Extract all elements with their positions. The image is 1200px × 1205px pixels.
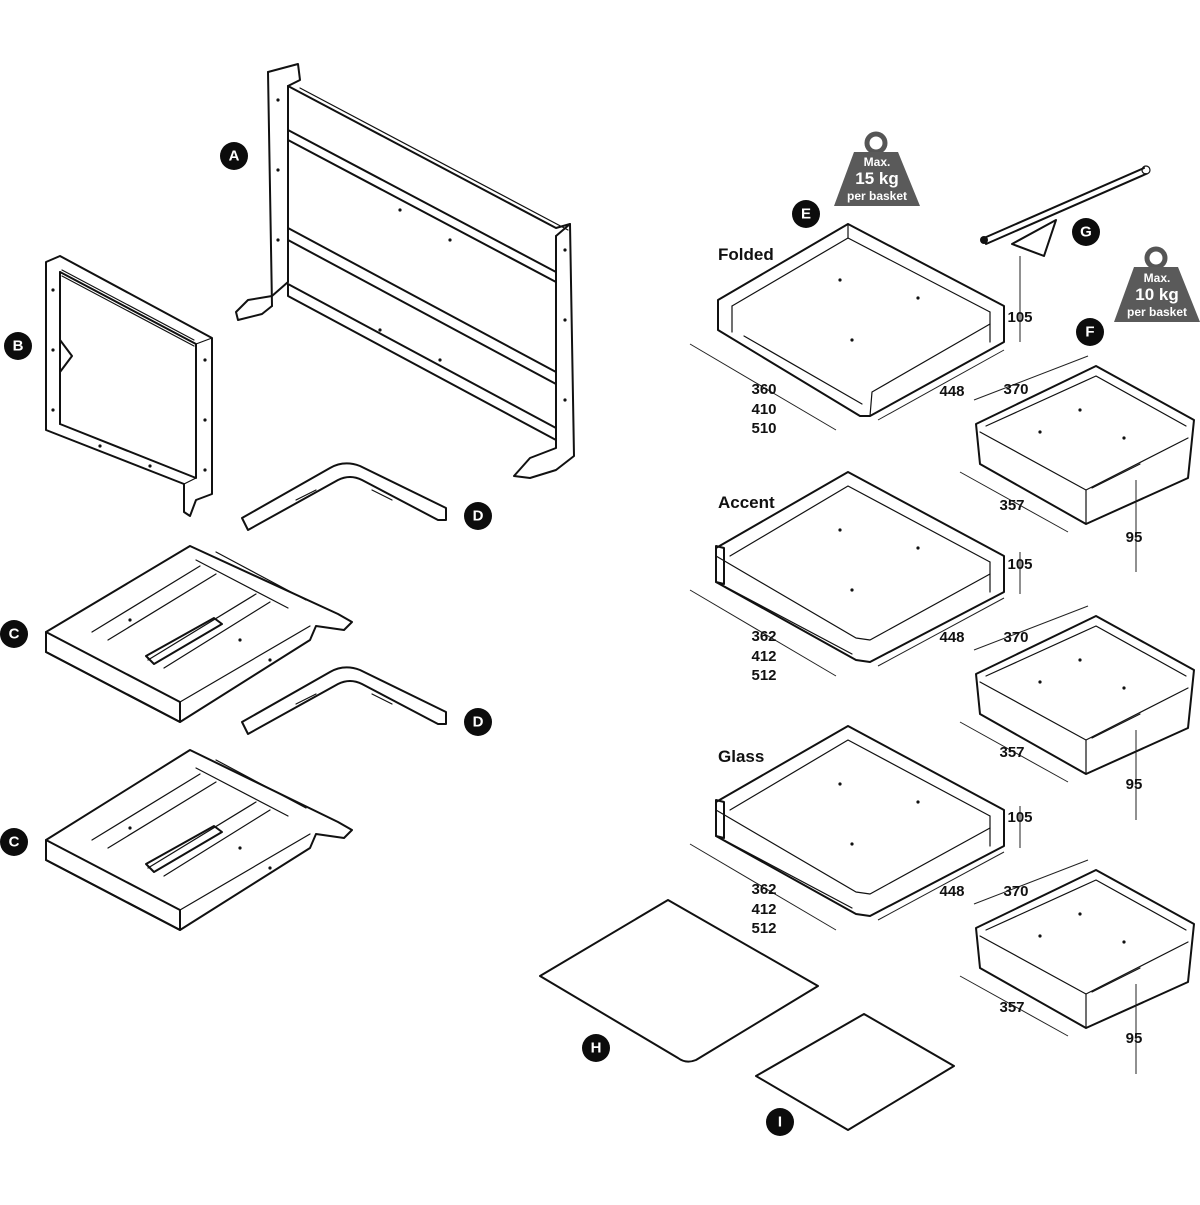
basket-accent-width-1: 362 bbox=[751, 628, 776, 645]
basket-folded-depth: 448 bbox=[939, 383, 964, 400]
basket-folded-height: 105 bbox=[1007, 309, 1032, 326]
part-d-label-upper: D bbox=[473, 508, 484, 525]
part-c-badge-lower bbox=[0, 828, 28, 856]
part-h-glass-panel bbox=[539, 899, 819, 1063]
part-i-label: I bbox=[778, 1114, 782, 1131]
weight-icon-15kg: Max. 15 kg per basket bbox=[834, 131, 920, 206]
part-c-label-lower: C bbox=[9, 834, 20, 851]
small-basket-1-depth: 357 bbox=[999, 497, 1024, 514]
part-c-label-upper: C bbox=[9, 626, 20, 643]
part-d-label-lower: D bbox=[473, 714, 484, 731]
basket-accent bbox=[689, 471, 1021, 677]
part-b-side-frame bbox=[45, 255, 213, 517]
weight-15kg-line1: Max. bbox=[864, 155, 891, 169]
basket-folded-width-2: 410 bbox=[751, 401, 776, 418]
part-f-label: F bbox=[1085, 324, 1094, 341]
small-basket-2 bbox=[959, 605, 1195, 820]
part-f-badge bbox=[1076, 318, 1104, 346]
part-i-glass-panel bbox=[755, 1013, 955, 1131]
part-b-badge bbox=[4, 332, 32, 360]
small-basket-3 bbox=[959, 859, 1195, 1074]
part-d-badge-upper bbox=[464, 502, 492, 530]
basket-glass-width-1: 362 bbox=[751, 881, 776, 898]
weight-10kg-line2: 10 kg bbox=[1135, 285, 1178, 304]
part-c-slide-frame-upper bbox=[45, 545, 353, 723]
part-g-label: G bbox=[1080, 224, 1092, 241]
small-basket-1-width: 370 bbox=[1003, 381, 1028, 398]
part-a-label: A bbox=[229, 148, 240, 165]
small-basket-2-width: 370 bbox=[1003, 629, 1028, 646]
part-e-label: E bbox=[801, 206, 811, 223]
part-b-label: B bbox=[13, 338, 24, 355]
small-basket-3-depth: 357 bbox=[999, 999, 1024, 1016]
part-c-badge-upper bbox=[0, 620, 28, 648]
part-i-badge bbox=[766, 1108, 794, 1136]
weight-15kg-line2: 15 kg bbox=[855, 169, 898, 188]
weight-icon-10kg: Max. 10 kg per basket bbox=[1114, 246, 1200, 322]
basket-glass-title: Glass bbox=[718, 747, 764, 766]
basket-glass bbox=[689, 725, 1021, 931]
weight-10kg-line1: Max. bbox=[1144, 271, 1171, 285]
basket-folded-width-1: 360 bbox=[751, 381, 776, 398]
basket-folded-width-3: 510 bbox=[751, 420, 776, 437]
small-basket-3-height: 95 bbox=[1126, 1030, 1143, 1047]
weight-15kg-line3: per basket bbox=[847, 189, 907, 203]
part-h-label: H bbox=[591, 1040, 602, 1057]
basket-glass-width-2: 412 bbox=[751, 901, 776, 918]
part-d-runner-upper bbox=[241, 462, 447, 531]
small-basket-2-height: 95 bbox=[1126, 776, 1143, 793]
basket-accent-width-2: 412 bbox=[751, 648, 776, 665]
part-a-rear-frame bbox=[235, 63, 575, 479]
small-basket-3-width: 370 bbox=[1003, 883, 1028, 900]
part-d-runner-lower bbox=[241, 666, 447, 735]
weight-10kg-line3: per basket bbox=[1127, 305, 1187, 319]
basket-glass-width-3: 512 bbox=[751, 920, 776, 937]
part-e-badge bbox=[792, 200, 820, 228]
small-basket-1 bbox=[959, 355, 1195, 572]
basket-glass-height: 105 bbox=[1007, 809, 1032, 826]
basket-glass-depth: 448 bbox=[939, 883, 964, 900]
part-g-badge bbox=[1072, 218, 1100, 246]
small-basket-1-height: 95 bbox=[1126, 529, 1143, 546]
basket-accent-height: 105 bbox=[1007, 556, 1032, 573]
basket-folded bbox=[689, 223, 1021, 431]
basket-accent-depth: 448 bbox=[939, 629, 964, 646]
part-h-badge bbox=[582, 1034, 610, 1062]
part-a-badge bbox=[220, 142, 248, 170]
part-c-slide-frame-lower bbox=[45, 749, 353, 931]
basket-folded-title: Folded bbox=[718, 245, 774, 264]
basket-accent-title: Accent bbox=[718, 493, 775, 512]
basket-accent-width-3: 512 bbox=[751, 667, 776, 684]
part-g-support-strut bbox=[980, 165, 1151, 257]
part-d-badge-lower bbox=[464, 708, 492, 736]
small-basket-2-depth: 357 bbox=[999, 744, 1024, 761]
